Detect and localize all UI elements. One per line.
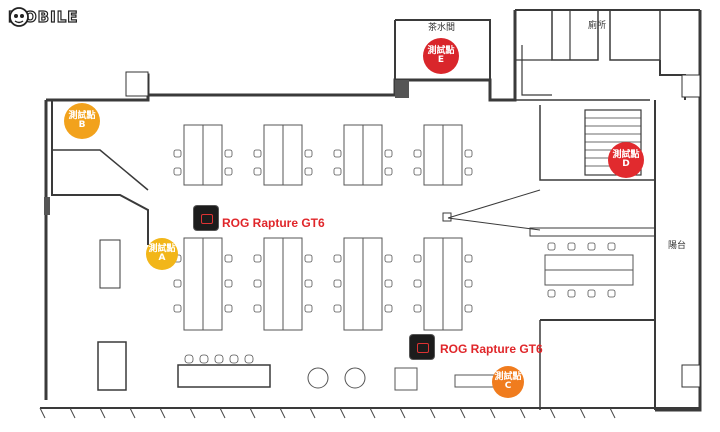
router-2-icon — [410, 335, 434, 359]
mobile01-logo: MOBILE — [7, 6, 79, 28]
router-1-icon — [194, 206, 218, 230]
room-label-balcony: 陽台 — [668, 241, 687, 251]
test-point-a-letter: A — [158, 253, 166, 263]
test-point-e-letter: E — [437, 55, 445, 65]
test-point-e: 測試點 E — [423, 38, 459, 74]
test-point-d-letter: D — [622, 159, 630, 169]
test-point-d: 測試點 D — [608, 142, 644, 178]
test-point-c-label: 測試點 — [494, 371, 522, 382]
test-point-c-letter: C — [504, 381, 512, 391]
test-point-b: 測試點 B — [64, 103, 100, 139]
test-point-d-label: 測試點 — [612, 149, 640, 160]
test-point-b-label: 測試點 — [68, 110, 96, 121]
logo-mascot-icon — [9, 7, 29, 27]
test-point-c: 測試點 C — [492, 366, 524, 398]
router-2-label: ROG Rapture GT6 — [440, 342, 543, 356]
router-1-label: ROG Rapture GT6 — [222, 216, 325, 230]
test-point-a-label: 測試點 — [148, 243, 176, 254]
test-point-b-letter: B — [78, 120, 86, 130]
test-point-a: 測試點 A — [146, 238, 178, 270]
test-point-e-label: 測試點 — [427, 45, 455, 56]
room-label-restroom: 廁所 — [588, 21, 607, 31]
room-label-tea-room: 茶水間 — [428, 23, 456, 33]
